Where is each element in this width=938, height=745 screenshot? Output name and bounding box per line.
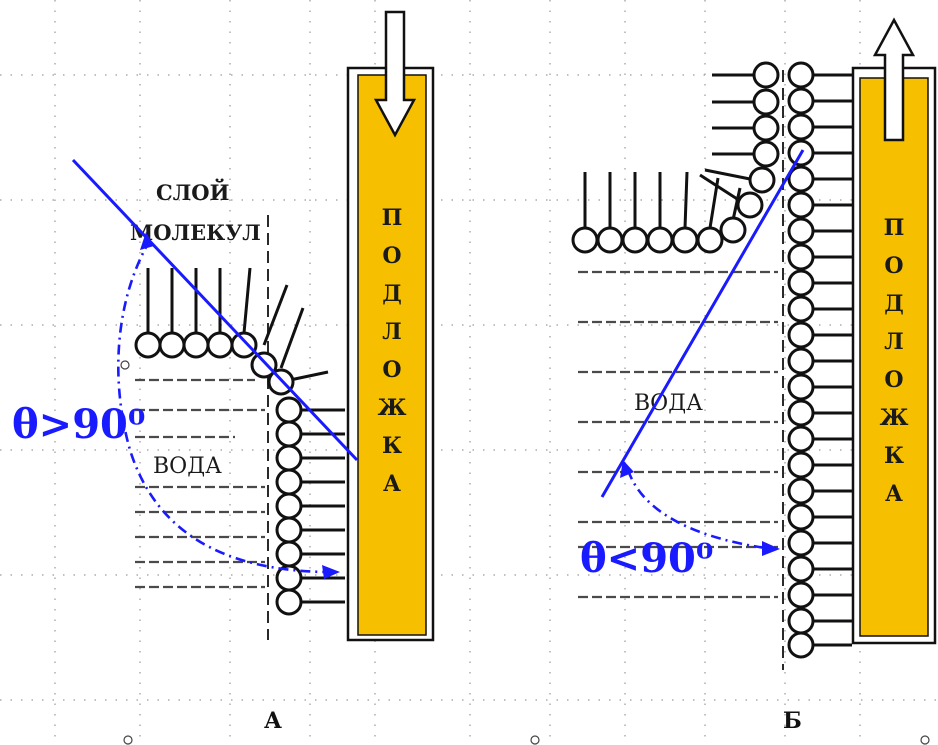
panel-b-label: Б [783, 708, 802, 734]
panel-a-water-label: ВОДА [153, 454, 222, 479]
panel-a-wall-molecules [275, 396, 345, 616]
panel-a-substrate-label: П О Д Л О Ж К А [378, 205, 407, 497]
panel-b-substrate-label: П О Д Л О Ж К А [880, 215, 909, 507]
grid-marker-circle [530, 735, 540, 745]
panel-a-substrate-letter: Ж [378, 395, 407, 421]
panel-a-angle-label: θ>90⁰ [12, 401, 145, 448]
panel-b-contact-line [600, 149, 805, 498]
panel-b-substrate-letter: О [884, 367, 903, 393]
panel-b-angle-arrowhead [762, 541, 780, 556]
panel-a-layer-label-line2: МОЛЕКУЛ [130, 220, 261, 245]
panel-a-substrate-letter: К [382, 433, 402, 459]
grid-marker-circle [920, 735, 930, 745]
panel-b-substrate-letter: П [884, 215, 905, 241]
panel-b-surface-molecules [571, 171, 747, 254]
panel-b-angle-arc [626, 469, 766, 550]
panel-b-substrate-letter: О [884, 253, 903, 279]
panel-b-angle-label: θ<90⁰ [580, 535, 713, 582]
panel-a-substrate-letter: Л [382, 319, 401, 345]
panel-b-outer-column-molecules [699, 61, 780, 219]
panel-a-down-arrow-icon [373, 10, 417, 138]
panel-b-substrate-letter: А [885, 481, 903, 507]
panel-a: П О Д Л О Ж К А [12, 10, 435, 734]
panel-a-substrate [357, 74, 427, 636]
panel-b-substrate [859, 77, 929, 637]
panel-b-substrate-letter: Л [884, 329, 903, 355]
panel-b-angle-arrowhead [620, 460, 634, 478]
panel-a-substrate-letter: П [382, 205, 403, 231]
panel-a-angle-arrowhead [322, 565, 340, 579]
panel-a-label: А [264, 708, 282, 734]
panel-a-angle-arrowhead [140, 232, 154, 250]
panel-a-substrate-letter: О [382, 243, 401, 269]
panel-a-substrate-letter: Д [382, 281, 402, 307]
panel-a-angle-arc [117, 239, 326, 574]
panel-b-substrate-letter: К [884, 443, 904, 469]
panel-b-substrate-letter: Ж [880, 405, 909, 431]
panel-b-water-label: ВОДА [634, 391, 703, 416]
panel-a-surface-molecules [134, 267, 329, 396]
panel-b-substrate-letter: Д [884, 291, 904, 317]
panel-a-layer-label-line1: СЛОЙ [156, 179, 229, 205]
panel-a-substrate-letter: О [382, 357, 401, 383]
grid-marker-circle [123, 735, 133, 745]
panel-a-substrate-letter: А [383, 471, 401, 497]
grid-marker-circle [120, 360, 130, 370]
panel-b-up-arrow-icon [872, 17, 916, 142]
panel-a-contact-line [71, 158, 359, 462]
panel-b: П О Д Л О Ж К А [571, 17, 937, 734]
panel-a-water-lines [135, 378, 265, 589]
panel-b-wall-molecules [787, 61, 852, 659]
